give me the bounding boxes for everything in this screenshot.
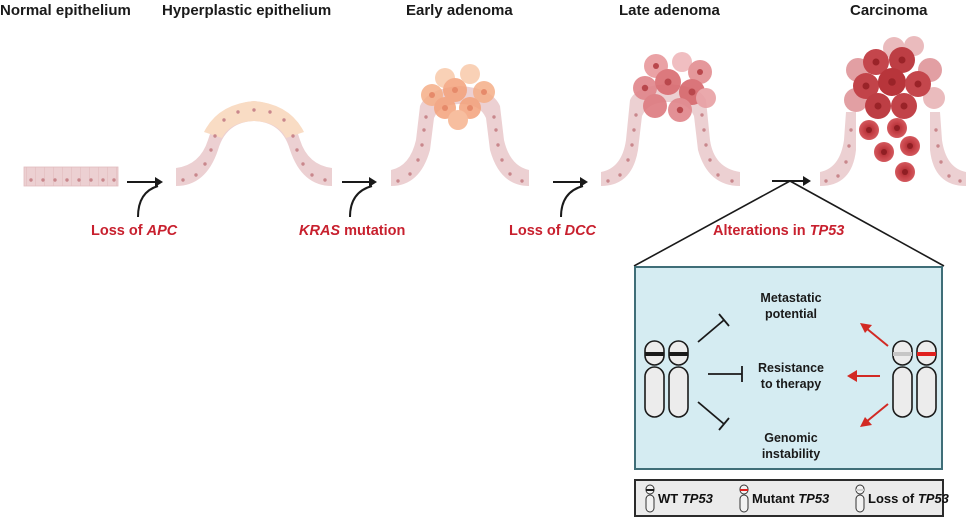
- arrow-hyperplastic-to-early: [342, 177, 377, 218]
- transition-arrows: [127, 176, 945, 267]
- inhibition-arrows: [697, 313, 743, 431]
- promotion-arrows: [847, 323, 889, 427]
- effect-line: potential: [764, 307, 818, 321]
- wt-chromosome-icon: [645, 484, 655, 513]
- label-kras-mutation: KRAS mutation: [299, 223, 406, 239]
- tp53-effects-panel: Metastatic potential Resistance to thera…: [634, 266, 943, 470]
- carcinoma-illustration: [820, 36, 966, 186]
- effect-line: to therapy: [760, 377, 822, 391]
- tp53-panel-graphics: [644, 313, 937, 431]
- label-alterations-tp53: Alterations in TP53: [713, 223, 845, 239]
- label-loss-of-dcc: Loss of DCC: [509, 223, 597, 239]
- stage-title-late-adenoma: Late adenoma: [619, 2, 720, 19]
- hyperplastic-epithelium-illustration: [176, 101, 332, 186]
- loss-chromosome-icon: [855, 484, 865, 513]
- label-loss-of-apc: Loss of APC: [91, 223, 178, 239]
- arrow-normal-to-hyperplastic: [127, 177, 163, 218]
- metastatic-cells: [859, 118, 920, 182]
- legend-item-mutant: Mutant TP53: [752, 491, 830, 506]
- stage-title-normal: Normal epithelium: [0, 2, 131, 19]
- stage-title-hyperplastic: Hyperplastic epithelium: [162, 2, 332, 19]
- effect-line: instability: [761, 447, 821, 461]
- early-adenoma-illustration: [391, 64, 529, 186]
- legend: WT TP53 Mutant TP53 Loss of TP53: [634, 479, 949, 517]
- mutant-loss-chromosome-pair-icon: [892, 340, 937, 418]
- stage-title-early-adenoma: Early adenoma: [406, 2, 513, 19]
- effect-line: Resistance: [757, 361, 824, 375]
- stage-title-carcinoma: Carcinoma: [850, 2, 928, 19]
- legend-icons: [645, 484, 865, 513]
- late-adenoma-illustration: [601, 52, 740, 186]
- wt-chromosome-pair-icon: [644, 340, 689, 418]
- effect-line: Metastatic: [760, 291, 822, 305]
- effect-resistance-to-therapy: Resistance to therapy: [726, 360, 856, 392]
- legend-item-wt: WT TP53: [658, 491, 713, 506]
- effect-line: Genomic: [764, 431, 818, 445]
- arrow-early-to-late: [553, 177, 588, 218]
- effect-metastatic-potential: Metastatic potential: [726, 290, 856, 322]
- mutant-chromosome-icon: [739, 484, 749, 513]
- normal-epithelium-illustration: [23, 166, 119, 187]
- effect-genomic-instability: Genomic instability: [726, 430, 856, 462]
- legend-item-loss: Loss of TP53: [868, 491, 949, 506]
